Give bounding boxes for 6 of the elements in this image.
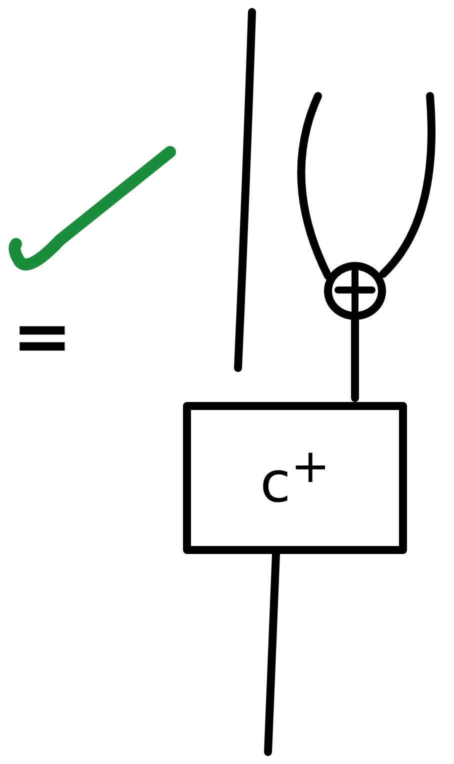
equals-sign: = <box>12 300 72 372</box>
wire <box>379 92 436 278</box>
circled-plus-node <box>324 262 386 320</box>
process-box <box>183 402 407 554</box>
wire <box>297 92 332 280</box>
box-label: c$^{+}$ <box>260 444 330 512</box>
